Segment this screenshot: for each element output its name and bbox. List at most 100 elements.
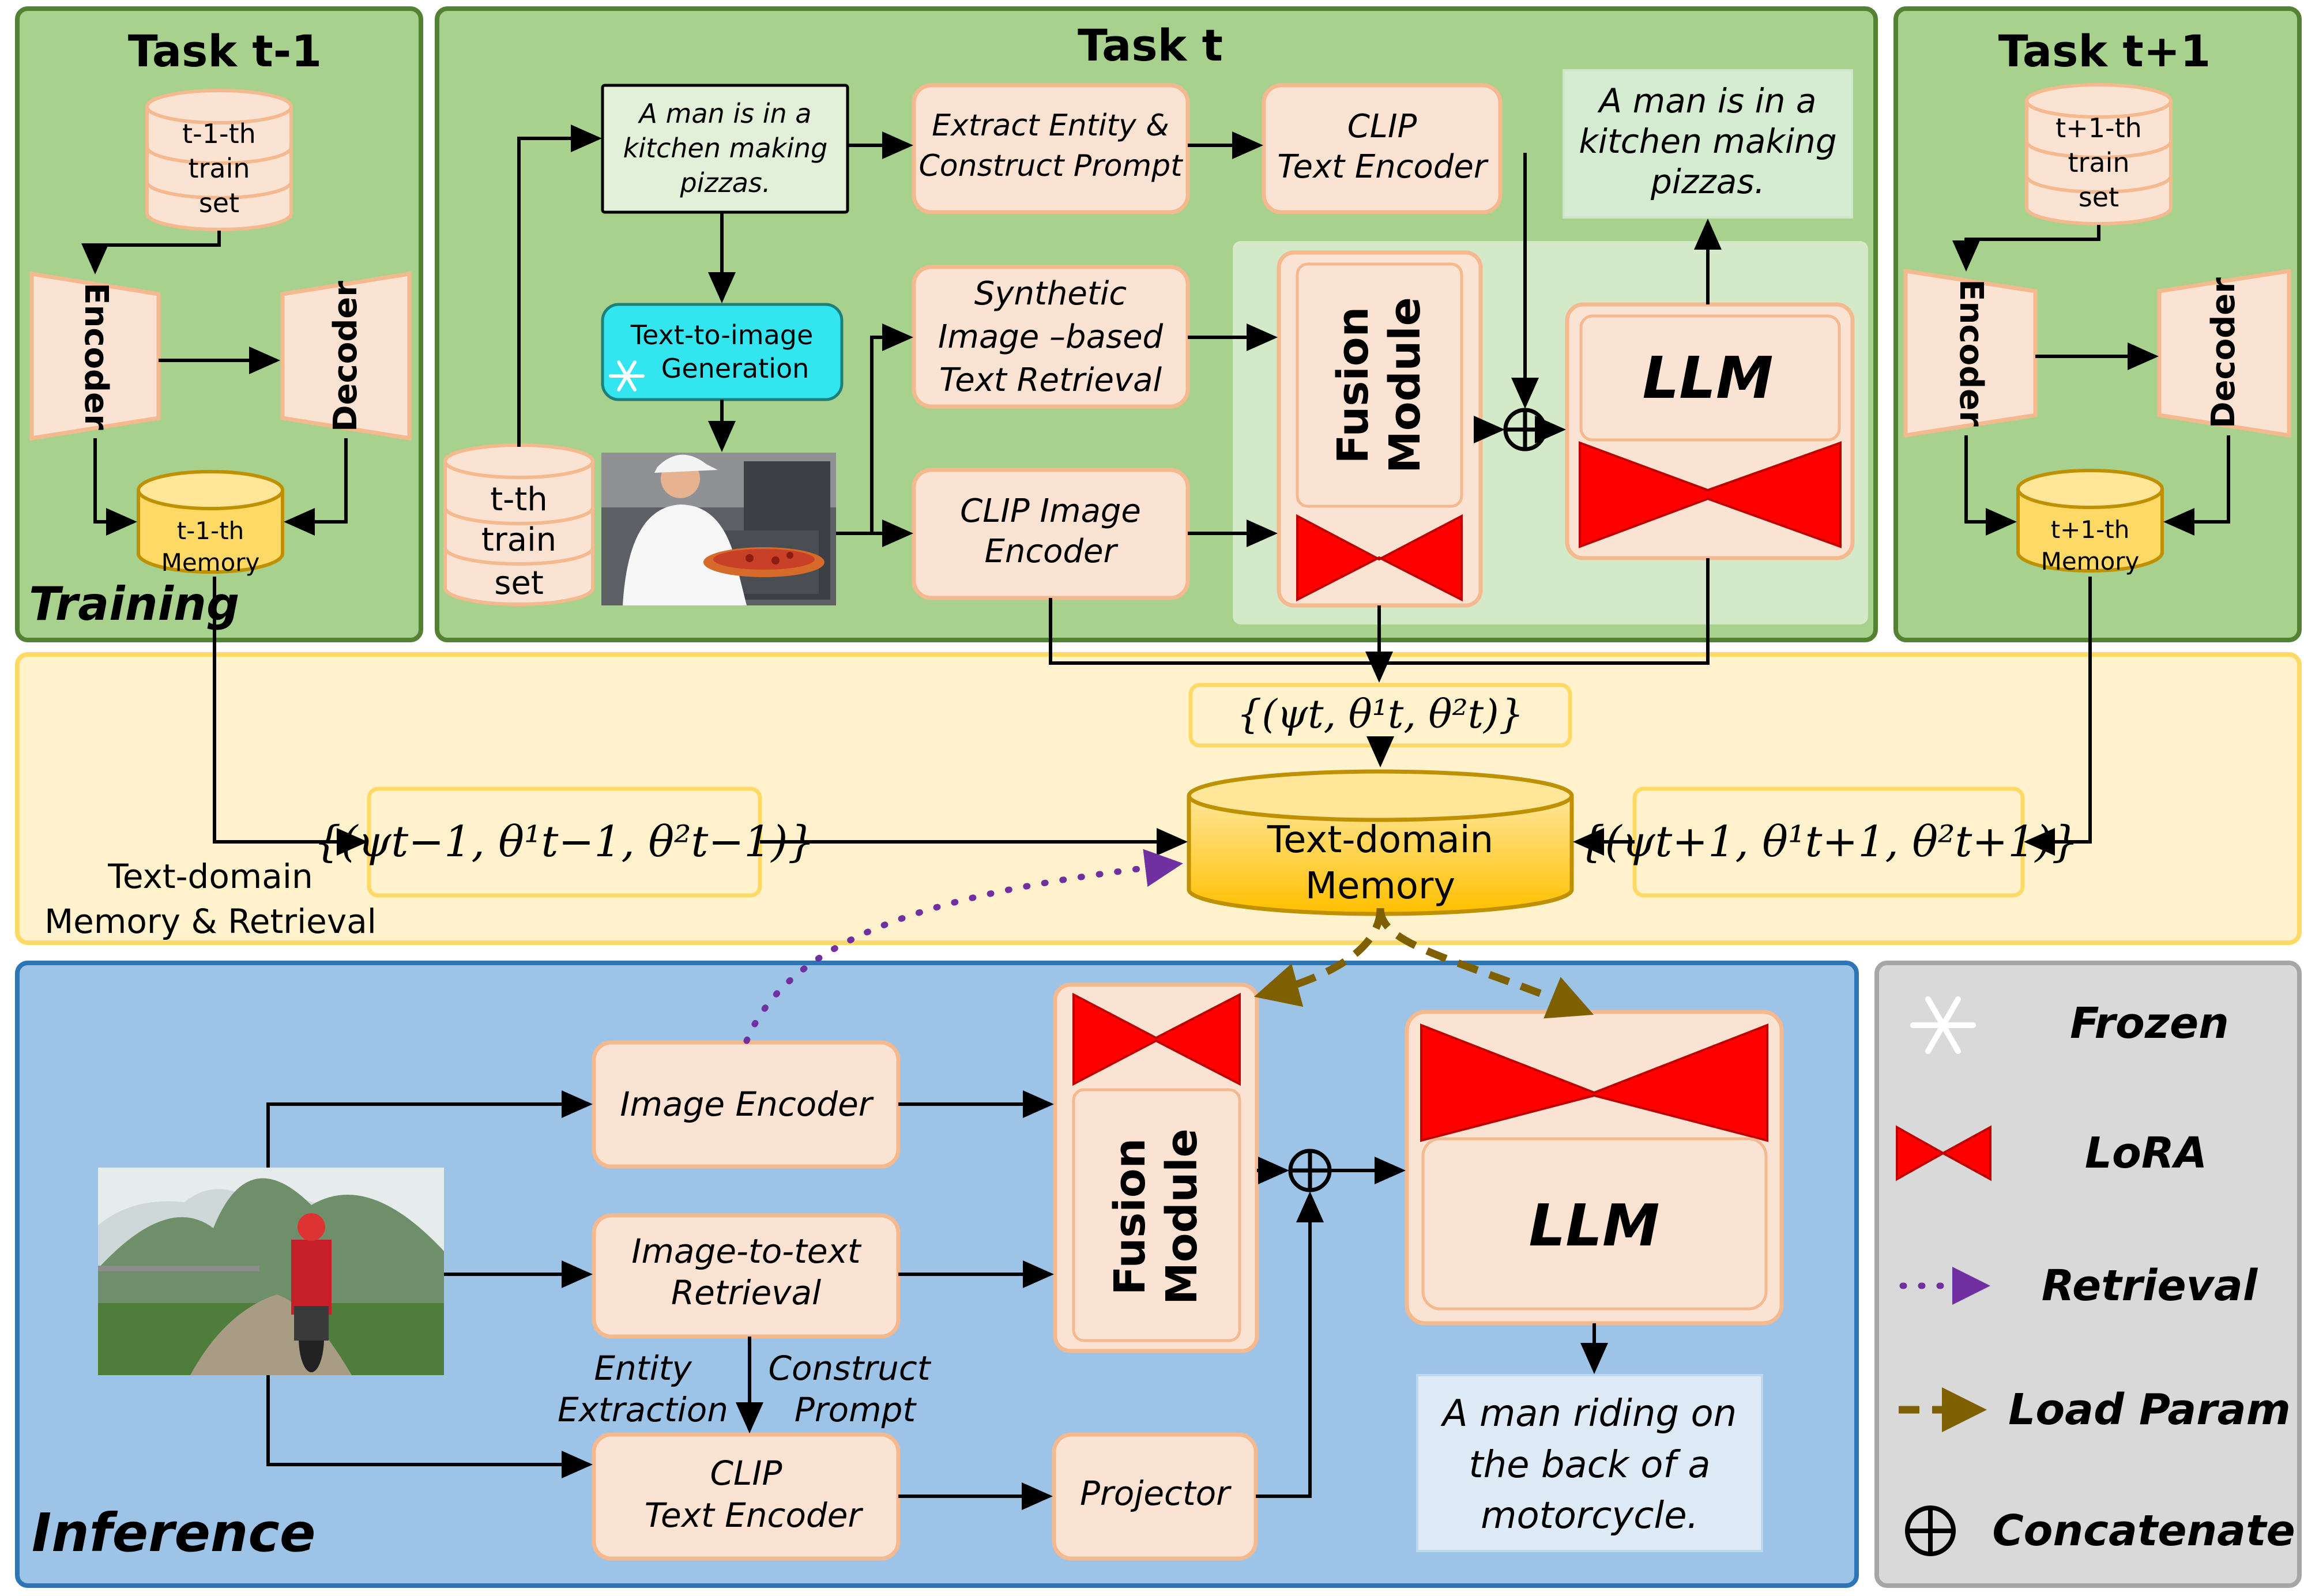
- fusion-inner-train: [1296, 262, 1463, 508]
- text-domain-memory-line2: Memory: [1305, 865, 1455, 908]
- memory-band-label-line1: Text-domain: [107, 857, 313, 896]
- projector-label: Projector: [1080, 1474, 1232, 1513]
- task-next-db: t+1-th train set: [2025, 83, 2173, 225]
- t2i-line2: Generation: [661, 353, 810, 384]
- fusion-train-line2: Module: [1380, 297, 1430, 473]
- train-caption-line1: A man is in a: [638, 98, 812, 129]
- train-output-line1: A man is in a: [1597, 81, 1817, 121]
- fusion-inner-infer: [1072, 1088, 1241, 1342]
- concat-icon: [1288, 1149, 1332, 1192]
- task-prev-decoder: [280, 271, 412, 441]
- i2t-line2: Retrieval: [671, 1273, 821, 1312]
- task-prev-encoder: [29, 271, 161, 441]
- memory-band-label-line2: Memory & Retrieval: [44, 902, 377, 941]
- params-next: {(ψt+1, θ¹t+1, θ²t+1)}: [1578, 817, 2079, 867]
- concat-icon: [1503, 408, 1547, 451]
- lora-bowtie-icon: [1420, 1023, 1768, 1142]
- task-prev-db: t-1-th train set: [145, 89, 293, 231]
- task-prev-db-line1: t-1-th: [182, 118, 256, 149]
- infer-output-line3: motorcycle.: [1481, 1495, 1699, 1537]
- train-caption-line2: kitchen making: [623, 133, 828, 164]
- clip-text-train-line1: CLIP: [1347, 108, 1417, 145]
- construct-line2: Prompt: [795, 1390, 917, 1429]
- task-prev-panel: [15, 6, 423, 642]
- load-param-left: [1253, 908, 1384, 1007]
- synthetic-line2: Image –based: [938, 318, 1164, 356]
- task-prev-memory-line2: Memory: [161, 548, 260, 577]
- extract-entity-node: [912, 83, 1190, 214]
- train-output-line2: kitchen making: [1579, 122, 1836, 161]
- task-cur-db-line3: set: [494, 564, 544, 602]
- task-next-memory-line2: Memory: [2041, 547, 2140, 575]
- infer-output-line1: A man riding on: [1440, 1392, 1737, 1435]
- task-prev-decoder-label: Decoder: [327, 281, 364, 432]
- task-prev-memory-line1: t-1-th: [177, 517, 244, 545]
- task-cur-db-line1: t-th: [490, 481, 548, 518]
- task-next-panel: [1893, 6, 2302, 642]
- llm-inner-infer: [1421, 1137, 1768, 1311]
- clip-image-line2: Encoder: [985, 533, 1119, 570]
- clip-image-line1: CLIP Image: [960, 492, 1141, 530]
- task-next-decoder-label: Decoder: [2205, 277, 2242, 428]
- llm-train-label: LLM: [1643, 344, 1774, 412]
- clip-text-train-line2: Text Encoder: [1277, 148, 1489, 186]
- task-next-memory: t+1-th Memory: [2016, 469, 2164, 575]
- text-domain-memory-line1: Text-domain: [1267, 819, 1493, 861]
- snowflake-icon: [609, 360, 645, 392]
- task-next-decoder: [2157, 268, 2291, 438]
- fusion-infer-line1: Fusion: [1105, 1138, 1155, 1295]
- legend-frozen: Frozen: [2070, 999, 2229, 1048]
- task-cur-db-line2: train: [481, 521, 556, 559]
- legend-retrieval: Retrieval: [2042, 1261, 2258, 1311]
- task-prev-encoder-label: Encoder: [77, 283, 115, 430]
- task-next-db-line1: t+1-th: [2055, 112, 2142, 144]
- lora-bowtie-icon: [1296, 514, 1463, 602]
- infer-output-box: [1416, 1374, 1763, 1552]
- task-next-encoder: [1903, 268, 2038, 438]
- task-next-encoder-label: Encoder: [1952, 279, 1990, 427]
- t2i-box: [601, 303, 844, 401]
- i2t-line1: Image-to-text: [631, 1232, 861, 1271]
- legend-lora: LoRA: [2085, 1128, 2207, 1178]
- concat-icon: [1905, 1505, 1956, 1556]
- synthetic-line1: Synthetic: [974, 275, 1127, 313]
- image-encoder-label: Image Encoder: [620, 1085, 874, 1124]
- synthetic-line3: Text Retrieval: [939, 362, 1162, 399]
- legend-concat: Concatenate: [1992, 1506, 2295, 1556]
- lora-bowtie-icon: [1579, 441, 1842, 548]
- entity-line2: Extraction: [558, 1390, 728, 1429]
- extract-entity-line1: Extract Entity &: [932, 108, 1169, 143]
- task-cur-db: t-th train set: [443, 443, 594, 606]
- task-prev-title: Task t-1: [128, 25, 322, 77]
- load-param-right: [1376, 908, 1594, 1019]
- infer-output-line2: the back of a: [1469, 1444, 1710, 1486]
- inference-label: Inference: [32, 1502, 315, 1564]
- train-output-line3: pizzas.: [1650, 162, 1765, 201]
- entity-line1: Entity: [594, 1349, 692, 1388]
- t2i-line1: Text-to-image: [630, 319, 814, 351]
- params-cur: {(ψt, θ¹t, θ²t)}: [1237, 692, 1524, 737]
- llm-infer-label: LLM: [1529, 1192, 1660, 1259]
- task-cur-title: Task t: [1078, 20, 1223, 71]
- legend-load: Load Param: [2008, 1385, 2291, 1435]
- task-next-memory-line1: t+1-th: [2051, 515, 2130, 544]
- task-prev-memory: t-1-th Memory: [137, 470, 284, 577]
- task-next-db-line3: set: [2079, 182, 2119, 213]
- fusion-infer-line2: Module: [1157, 1128, 1207, 1305]
- lora-bowtie-icon: [1896, 1125, 1991, 1181]
- clip-text-infer-line1: CLIP: [710, 1454, 782, 1493]
- task-prev-db-line3: set: [199, 187, 239, 219]
- task-next-db-line2: train: [2068, 147, 2129, 178]
- task-prev-db-line2: train: [188, 153, 250, 184]
- lora-bowtie-icon: [1072, 992, 1241, 1086]
- clip-text-encoder-train: [1262, 83, 1503, 214]
- snowflake-icon: [1910, 996, 1976, 1054]
- train-caption-box: [601, 84, 849, 214]
- retrieval-path: [743, 849, 1183, 1044]
- text-domain-memory: Text-domain Memory: [1187, 769, 1574, 916]
- llm-inner-train: [1579, 314, 1841, 442]
- training-label: Training: [29, 577, 239, 631]
- task-next-title: Task t+1: [1998, 25, 2211, 77]
- extract-entity-line2: Construct Prompt: [918, 149, 1183, 183]
